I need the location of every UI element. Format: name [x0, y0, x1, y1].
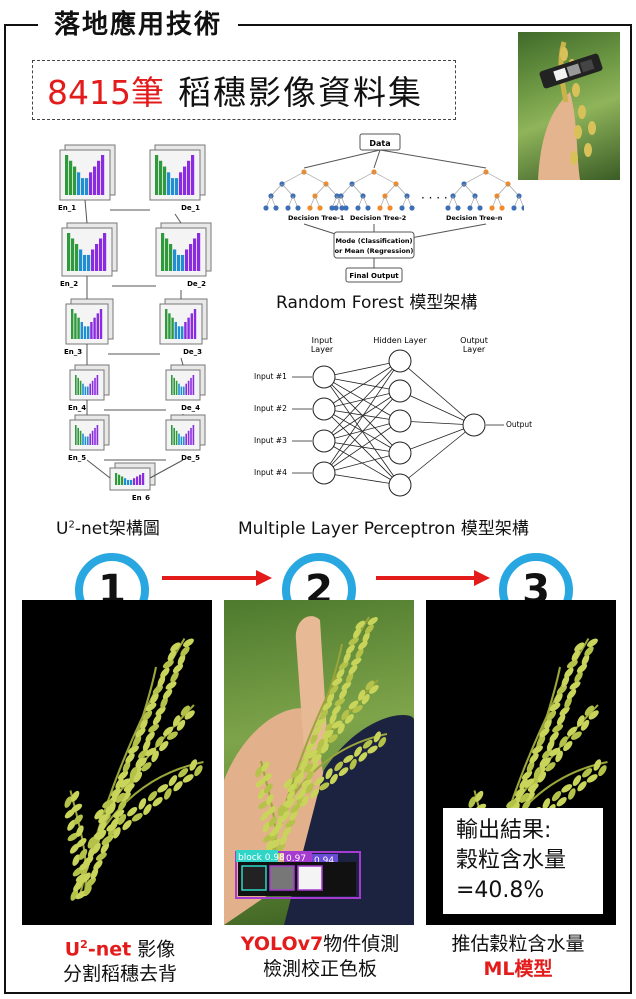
rf-caption: Random Forest 模型架構 [276, 293, 478, 313]
unet-decoder-4-label: De_4 [181, 404, 200, 412]
dataset-label: 稻穗影像資料集 [177, 73, 423, 112]
mlp-hidden-node-1 [388, 349, 412, 373]
rf-tree-1 [263, 169, 345, 211]
mlp-input-3: Input #3 [254, 436, 287, 445]
mlp-output-layer-label-1: Output [460, 336, 488, 345]
mlp-hidden-layer-label: Hidden Layer [373, 336, 427, 345]
rf-final-label: Final Output [349, 272, 399, 280]
rf-tree-label-2: Decision Tree-2 [350, 214, 406, 222]
rf-tree-label-3: Decision Tree-n [446, 214, 503, 222]
unet-encoder-1-label: En_1 [58, 204, 76, 212]
dataset-count: 8415筆 [47, 73, 164, 112]
unet-encoder-3: En_3 [64, 298, 114, 356]
unet-encoder-2-label: En_2 [60, 280, 78, 288]
segmented-rice-panel [22, 600, 212, 925]
outer-frame [4, 24, 632, 994]
unet-encoder-4: En_4 [68, 364, 110, 412]
unet-encoder-1: En_1 [58, 144, 116, 212]
yolo-detection-panel: block 0.98 0.97 0.94 [224, 600, 414, 925]
unet-encoder-3-label: En_3 [64, 348, 82, 356]
result-line-1: 輸出結果: [456, 818, 552, 843]
mlp-hidden-node-2 [388, 379, 412, 403]
arrow-2-to-3 [376, 570, 490, 586]
unet-encoder-4-label: En_4 [68, 404, 86, 412]
unet-decoder-3: De_3 [159, 298, 208, 356]
step-3-caption: 推估穀粒含水量 ML模型 [451, 933, 585, 980]
mlp-hidden-node-4 [388, 441, 412, 465]
result-box: 輸出結果: 穀粒含水量 =40.8% [443, 808, 603, 914]
dataset-banner: 8415筆 稻穗影像資料集 [32, 60, 456, 120]
rf-dots: · · · · [421, 191, 448, 205]
unet-encoder-2: En_2 [60, 222, 118, 288]
detection-label-3: 0.94 [314, 856, 334, 866]
mlp-input-1: Input #1 [254, 372, 287, 381]
unet-decoder-5-label: De_5 [181, 454, 200, 462]
unet-encoder-5-label: En_5 [68, 454, 86, 462]
step-2-caption: YOLOv7物件偵測 檢測校正色板 [240, 933, 400, 980]
rice-sample-photo [518, 32, 620, 180]
rice-panicle [64, 637, 204, 901]
mlp-input-node-4 [312, 461, 336, 485]
mlp-input-4: Input #4 [254, 468, 287, 477]
unet-decoder-2-label: De_2 [187, 280, 206, 288]
mlp-input-2: Input #2 [254, 404, 287, 413]
section-title: 落地應用技術 [38, 10, 239, 40]
rf-tree-3 [445, 169, 524, 211]
unet-decoder-3-label: De_3 [183, 348, 202, 356]
arrow-1-to-2 [162, 570, 272, 586]
unet-encoder-6-label: En_6 [132, 494, 150, 500]
result-line-2: 穀粒含水量 [456, 848, 567, 873]
unet-decoder-1-label: De_1 [181, 204, 200, 212]
unet-decoders: De_1De_2De_3De_4De_5 [149, 144, 212, 462]
mlp-input-node-1 [312, 365, 336, 389]
detection-label-2: 0.97 [286, 854, 306, 864]
result-line-3: =40.8% [456, 878, 545, 903]
detection-label-block: block 0.98 [238, 853, 285, 863]
mlp-output: Output [506, 420, 532, 429]
mlp-input-layer-label-2: Layer [311, 345, 334, 354]
mlp-output-layer-label-2: Layer [463, 345, 486, 354]
rf-data-label: Data [369, 139, 390, 148]
unet-encoders: En_1En_2En_3En_4En_5En_6 [58, 144, 156, 500]
unet-decoder-5: De_5 [165, 414, 206, 462]
unet-links [84, 199, 184, 479]
rf-tree-label-1: Decision Tree-1 [288, 214, 345, 222]
unet-decoder-4: De_4 [165, 364, 206, 412]
mlp-diagram: Input Layer Hidden Layer Output Layer In… [254, 336, 532, 497]
rf-tree-2 [333, 169, 415, 211]
mlp-hidden-node-3 [388, 409, 412, 433]
unet-decoder-1: De_1 [149, 144, 206, 212]
unet-decoder-2: De_2 [155, 222, 212, 288]
unet-encoder-5: En_5 [68, 414, 110, 462]
rice-panicle-image [64, 637, 204, 901]
unet-caption: U2-net架構圖 [56, 519, 160, 539]
rf-mode-line2: or Mean (Regression) [335, 247, 414, 255]
random-forest-diagram: Data · · · · Decision Tree-1 Decision Tr… [263, 133, 524, 283]
unet-architecture-diagram: En_1En_2En_3En_4En_5En_6 De_1De_2De_3De_… [58, 144, 212, 500]
yolo-detection-image: block 0.98 0.97 0.94 [224, 616, 414, 925]
mlp-hidden-node-5 [388, 473, 412, 497]
mlp-input-layer-label-1: Input [312, 336, 333, 345]
mlp-input-node-3 [312, 429, 336, 453]
mlp-input-node-2 [312, 397, 336, 421]
unet-encoder-6: En_6 [109, 462, 156, 500]
mlp-output-node-1 [462, 413, 486, 437]
rf-mode-line1: Mode (Classification) [335, 237, 412, 245]
rice-panicle [255, 616, 388, 866]
step-1-caption: U2-net 影像 分割稻穗去背 [62, 938, 177, 986]
mlp-caption: Multiple Layer Perceptron 模型架構 [238, 519, 529, 539]
